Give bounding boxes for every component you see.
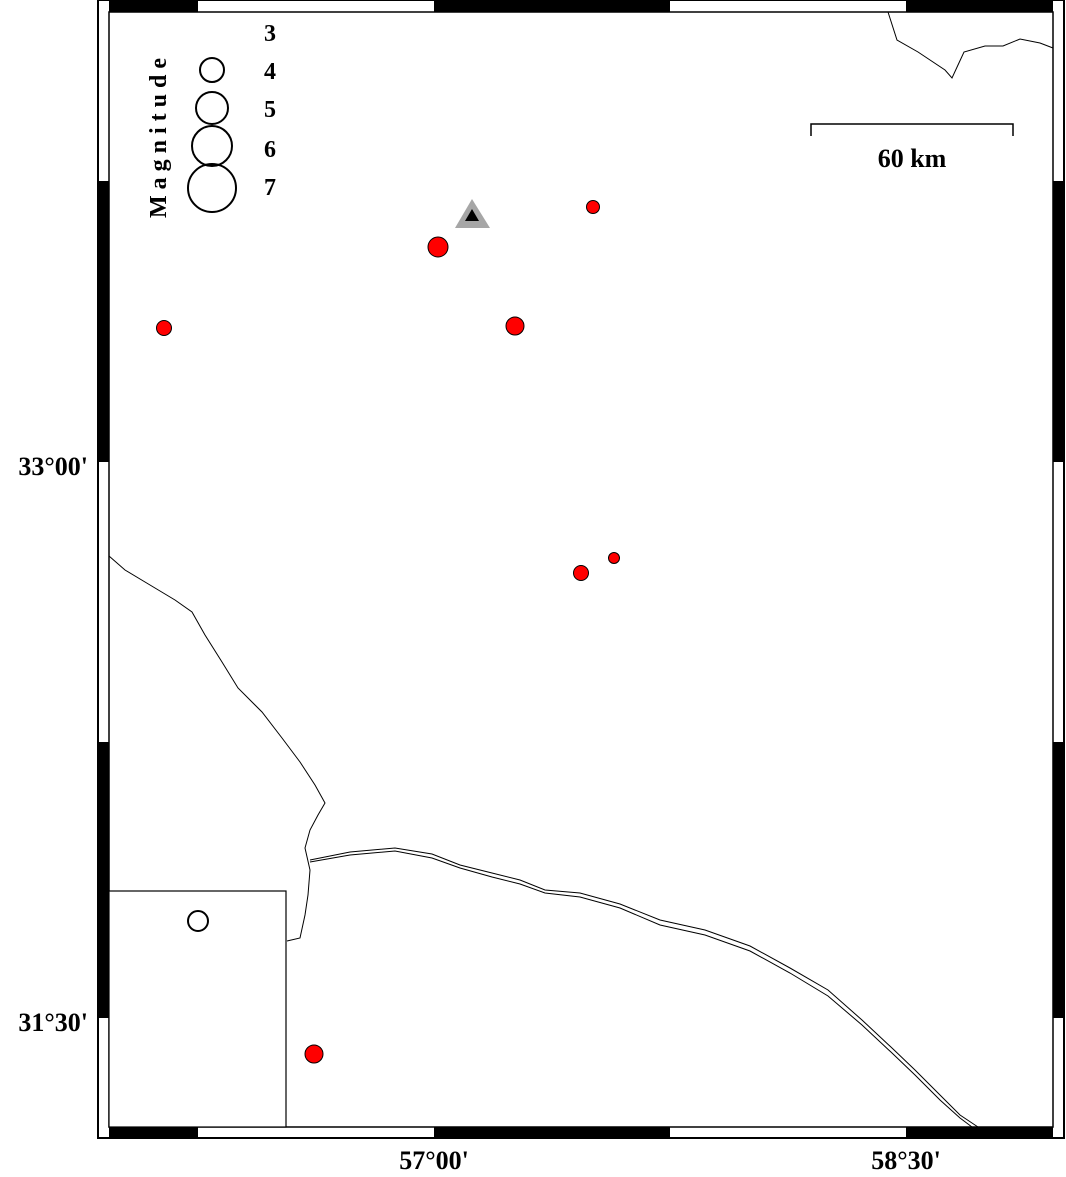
inset-event-marker (187, 910, 209, 932)
legend-label-4: 4 (264, 59, 276, 85)
scale-bar-label: 60 km (878, 144, 947, 173)
legend-circle-4 (199, 57, 225, 83)
frame-labels: 33°00' 31°30' 57°00' 58°30' (18, 452, 940, 1175)
station-marker (455, 199, 490, 228)
legend-label-3: 3 (264, 21, 276, 47)
event-marker (505, 316, 525, 336)
boundary-line-northeast (887, 11, 1054, 79)
boundary-line-south-a (309, 847, 979, 1128)
magnitude-legend: Magnitude 3 4 5 6 7 (146, 21, 276, 218)
legend-circle-5 (195, 91, 229, 125)
event-marker (608, 552, 620, 564)
earthquake-events (156, 200, 620, 1064)
lat-label-33-00: 33°00' (18, 452, 88, 481)
legend-circle-7 (187, 163, 237, 213)
legend-circle-6 (191, 125, 233, 167)
legend-label-6: 6 (264, 137, 276, 163)
event-marker (573, 565, 589, 581)
scale-bar: 60 km (810, 123, 1014, 173)
event-marker (586, 200, 600, 214)
inset-box (108, 890, 287, 1128)
event-marker (156, 320, 172, 336)
boundary-lines (108, 11, 1054, 1128)
lat-label-31-30: 31°30' (18, 1008, 88, 1037)
boundary-line-south-b (309, 850, 973, 1128)
event-marker (304, 1044, 324, 1064)
boundary-line-west (108, 555, 326, 942)
legend-label-5: 5 (264, 97, 276, 123)
legend-label-7: 7 (264, 175, 276, 201)
legend-title: Magnitude (146, 52, 172, 218)
lon-label-58-30: 58°30' (871, 1146, 941, 1175)
event-marker (427, 236, 449, 258)
lon-label-57-00: 57°00' (399, 1146, 469, 1175)
station-inner-triangle-icon (465, 209, 479, 221)
